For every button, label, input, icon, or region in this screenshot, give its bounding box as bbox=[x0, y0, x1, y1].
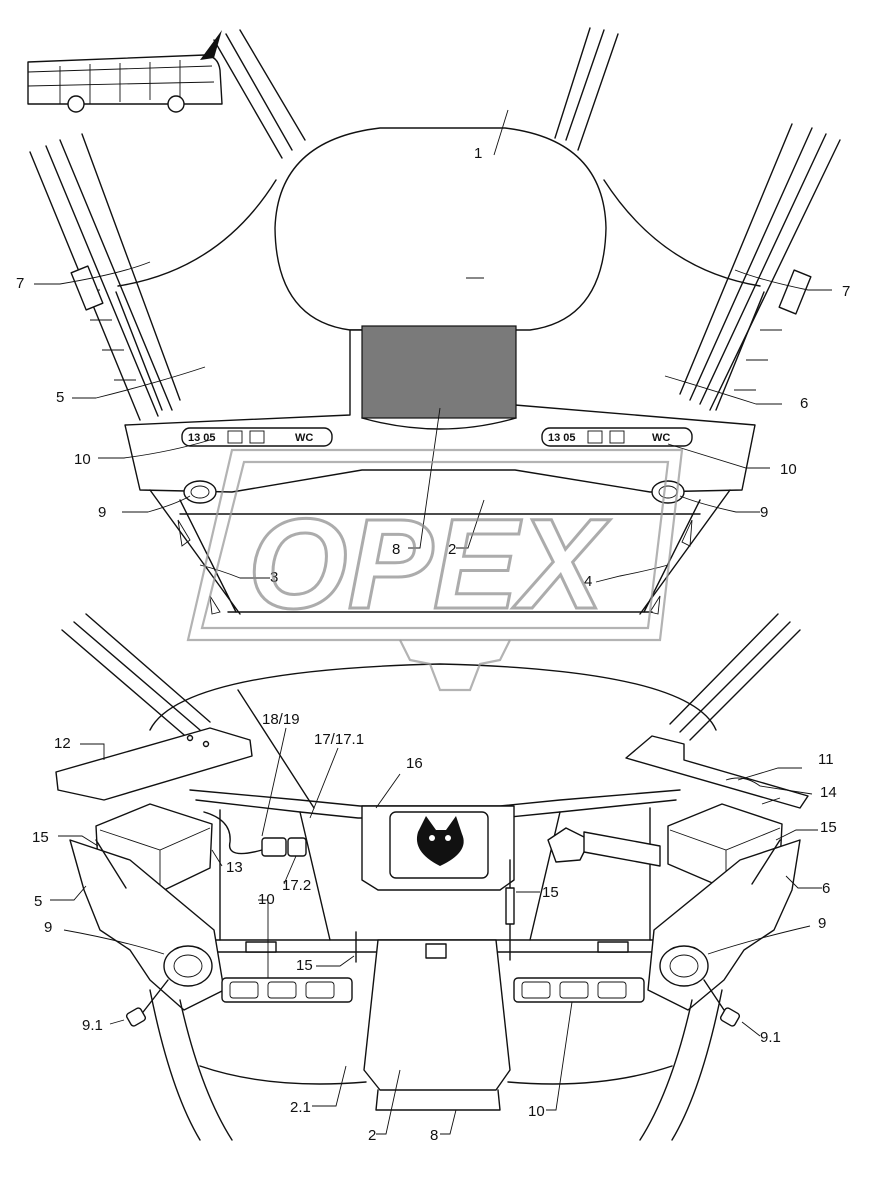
callout-9-lower-right: 9 bbox=[818, 915, 826, 932]
callout-15-lower: 15 bbox=[296, 957, 313, 974]
callout-18-19: 18/19 bbox=[262, 711, 300, 728]
callout-1: 1 bbox=[474, 145, 482, 162]
callout-16: 16 bbox=[406, 755, 423, 772]
callout-9-1-left: 9.1 bbox=[82, 1017, 103, 1034]
callout-5-lower: 5 bbox=[34, 893, 42, 910]
callout-9-left: 9 bbox=[98, 504, 106, 521]
callout-2-lower: 2 bbox=[368, 1127, 376, 1144]
no-smoking-sign-right: 13 05 bbox=[548, 432, 576, 444]
callout-3: 3 bbox=[270, 569, 278, 586]
callout-9-1-right: 9.1 bbox=[760, 1029, 781, 1046]
callout-17-2: 17.2 bbox=[282, 877, 311, 894]
callout-10-left: 10 bbox=[74, 451, 91, 468]
lower-ceiling-view bbox=[55, 613, 813, 1141]
callout-6-lower: 6 bbox=[822, 880, 830, 897]
callout-2-upper: 2 bbox=[448, 541, 456, 558]
callout-8-lower: 8 bbox=[430, 1127, 438, 1144]
callout-9-right: 9 bbox=[760, 504, 768, 521]
wc-sign-right: WC bbox=[652, 432, 670, 444]
callout-14: 14 bbox=[820, 784, 837, 801]
wc-sign-left: WC bbox=[295, 432, 313, 444]
callout-15-center: 15 bbox=[542, 884, 559, 901]
callout-17-17-1: 17/17.1 bbox=[314, 731, 364, 748]
callout-10-lower-center: 10 bbox=[528, 1103, 545, 1120]
bus-thumbnail bbox=[27, 30, 223, 113]
callout-10-right: 10 bbox=[780, 461, 797, 478]
callout-10-lower-left: 10 bbox=[258, 891, 275, 908]
callout-5: 5 bbox=[56, 389, 64, 406]
opex-watermark: OPEX bbox=[186, 448, 684, 692]
callout-11: 11 bbox=[818, 751, 834, 768]
callout-7-left: 7 bbox=[16, 275, 24, 292]
callout-2-1: 2.1 bbox=[290, 1099, 311, 1116]
callout-13: 13 bbox=[226, 859, 243, 876]
lower-leader-lines bbox=[50, 727, 822, 1135]
no-smoking-sign-left: 13 05 bbox=[188, 432, 216, 444]
callout-9-lower-left: 9 bbox=[44, 919, 52, 936]
callout-8-upper: 8 bbox=[392, 541, 400, 558]
upper-leader-lines bbox=[34, 109, 832, 583]
watermark-text: OPEX bbox=[248, 493, 610, 636]
callout-4: 4 bbox=[584, 573, 592, 590]
callout-7-right: 7 bbox=[842, 283, 850, 300]
callout-labels: 1 7 7 5 6 10 10 9 9 8 2 3 4 12 18/19 17/… bbox=[16, 145, 850, 1144]
callout-15-left: 15 bbox=[32, 829, 49, 846]
callout-15-right: 15 bbox=[820, 819, 837, 836]
callout-6: 6 bbox=[800, 395, 808, 412]
callout-12: 12 bbox=[54, 735, 71, 752]
